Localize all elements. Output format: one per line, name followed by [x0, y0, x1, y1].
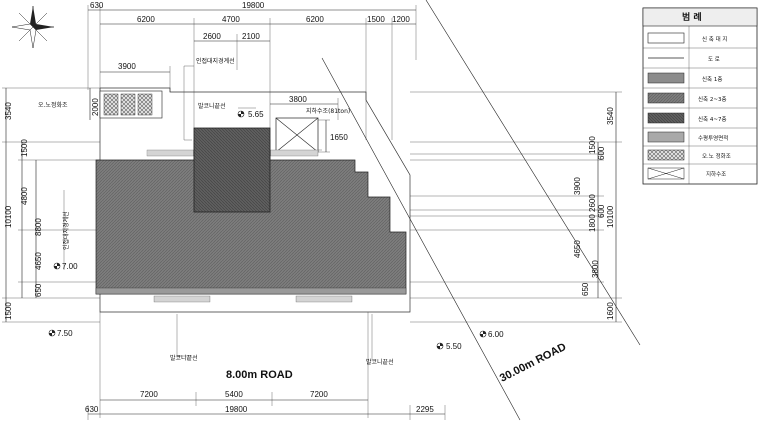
dim-right-inner-9: 650	[581, 282, 590, 296]
site-boundary	[99, 87, 411, 313]
dim-right-outer-top: 3540	[606, 107, 615, 125]
sewage-tank	[99, 90, 163, 119]
level-marker-bottom-mid	[436, 342, 444, 350]
road-30m-lines	[321, 0, 641, 421]
dim-top-seg-5: 1200	[392, 15, 410, 24]
dim-top-seg-4: 1500	[367, 15, 385, 24]
level-marker-bottom-left	[48, 329, 56, 337]
left-dimensions: 3540 10100 1500 1500 4800 8800 4650 650 …	[2, 87, 100, 323]
legend-label-site: 신 축 대 지	[702, 35, 728, 43]
label-road-8m: 8.00m ROAD	[226, 369, 293, 381]
dim-top-left-offset: 630	[90, 1, 104, 10]
level-marker-bottom-right	[479, 330, 487, 338]
dim-tank-small: 1650	[330, 133, 348, 142]
dim-tank-width: 3900	[118, 62, 136, 71]
legend-label-floor-4-7: 신축 4~7층	[698, 115, 727, 123]
dim-right-inner-1: 1500	[588, 136, 597, 154]
legend-swatch-projection	[647, 131, 685, 143]
north-arrow-icon	[11, 6, 54, 49]
label-balcony-top: 발코니끝선	[198, 102, 226, 110]
dim-right-inner-3: 3900	[573, 177, 582, 195]
legend-label-floor-1: 신축 1층	[702, 75, 722, 83]
dim-top-seg-1: 6200	[137, 15, 155, 24]
legend-swatch-floor-2-3	[647, 92, 685, 104]
legend-swatch-site	[647, 32, 685, 44]
level-marker-left	[53, 262, 61, 270]
dim-bottom-seg-1: 7200	[140, 390, 158, 399]
dim-left-inner-1: 1500	[20, 139, 29, 157]
dim-right-inner-6: 1800	[588, 214, 597, 232]
top-dimensions: 630 19800 6200 4700 6200 1500 1200 2600 …	[87, 1, 417, 140]
label-underground-tank: 지하수조(81ton)	[306, 107, 350, 115]
dim-left-inner-4: 4650	[34, 252, 43, 270]
label-level-left: 7.00	[62, 262, 78, 271]
dim-top-seg-3: 6200	[306, 15, 324, 24]
dim-left-inner-5: 650	[34, 283, 43, 297]
dim-left-outer-mid: 10100	[4, 205, 13, 228]
dim-bottom-seg-2: 5400	[225, 390, 243, 399]
dim-bottom-right-offset: 2295	[416, 405, 434, 414]
label-balcony-bottom-left: 발코니끝선	[170, 354, 198, 362]
label-level-bottom-mid: 5.50	[446, 342, 462, 351]
level-marker-top	[237, 110, 245, 118]
dim-right-inner-2: 600	[597, 146, 606, 160]
legend: 범 례 신 축 대 지 도 로 신축 1층 신축 2~3층 신축 4~7층 수평…	[642, 7, 758, 185]
legend-title: 범 례	[682, 11, 702, 23]
label-adjacent-boundary-top: 인접대지경계선	[196, 57, 235, 65]
dim-top-sub-1: 2600	[203, 32, 221, 41]
dim-top-seg-2: 4700	[222, 15, 240, 24]
legend-swatch-sewage	[647, 149, 685, 161]
legend-label-projection: 수평투영면적	[698, 134, 728, 142]
dim-left-outer-top: 3540	[4, 102, 13, 120]
dim-left-inner-2: 4800	[20, 187, 29, 205]
dim-left-outer-bot: 1500	[4, 302, 13, 320]
dim-top-total: 19800	[242, 1, 265, 10]
legend-swatch-underground	[647, 167, 685, 180]
building-floor-4-7	[193, 127, 271, 213]
underground-tank	[275, 117, 319, 153]
dim-left-tank: 2000	[91, 98, 100, 116]
dim-top-sub-2: 2100	[242, 32, 260, 41]
label-road-30m: 30.00m ROAD	[498, 341, 568, 385]
dim-right-inner-4: 2600	[588, 194, 597, 212]
legend-label-underground: 지하수조	[706, 170, 726, 178]
dim-right-inner-5: 600	[597, 204, 606, 218]
dim-bottom-seg-3: 7200	[310, 390, 328, 399]
legend-label-road: 도 로	[708, 56, 720, 63]
label-adjacent-boundary-left: 인접대지경계선	[62, 211, 70, 250]
label-balcony-bottom-right: 발코니끝선	[366, 358, 394, 366]
annotation-leaders	[63, 65, 373, 360]
dim-right-inner-7: 4650	[573, 240, 582, 258]
legend-swatch-floor-1	[647, 72, 685, 84]
bottom-dimensions: 7200 5400 7200 630 19800 2295	[85, 312, 446, 420]
right-dimensions: 3540 10100 1600 1500 600 3900 2600 600 1…	[410, 91, 622, 323]
dim-left-inner-3: 8800	[34, 218, 43, 236]
label-level-bottom-left: 7.50	[57, 329, 73, 338]
label-sewage-tank: 오.노정화조	[38, 102, 68, 109]
legend-swatch-floor-4-7	[647, 112, 685, 124]
label-level-top: 5.65	[248, 110, 264, 119]
dim-right-outer-mid: 10100	[606, 205, 615, 228]
dim-upper-right-width: 3800	[289, 95, 307, 104]
legend-label-floor-2-3: 신축 2~3층	[698, 95, 727, 103]
dim-bottom-total: 19800	[225, 405, 248, 414]
dim-right-inner-8: 3800	[591, 260, 600, 278]
dim-bottom-left-offset: 630	[85, 405, 99, 414]
dim-right-outer-bot: 1600	[606, 302, 615, 320]
legend-label-sewage: 오.노 정화조	[702, 153, 731, 160]
label-level-bottom-right: 6.00	[488, 330, 504, 339]
